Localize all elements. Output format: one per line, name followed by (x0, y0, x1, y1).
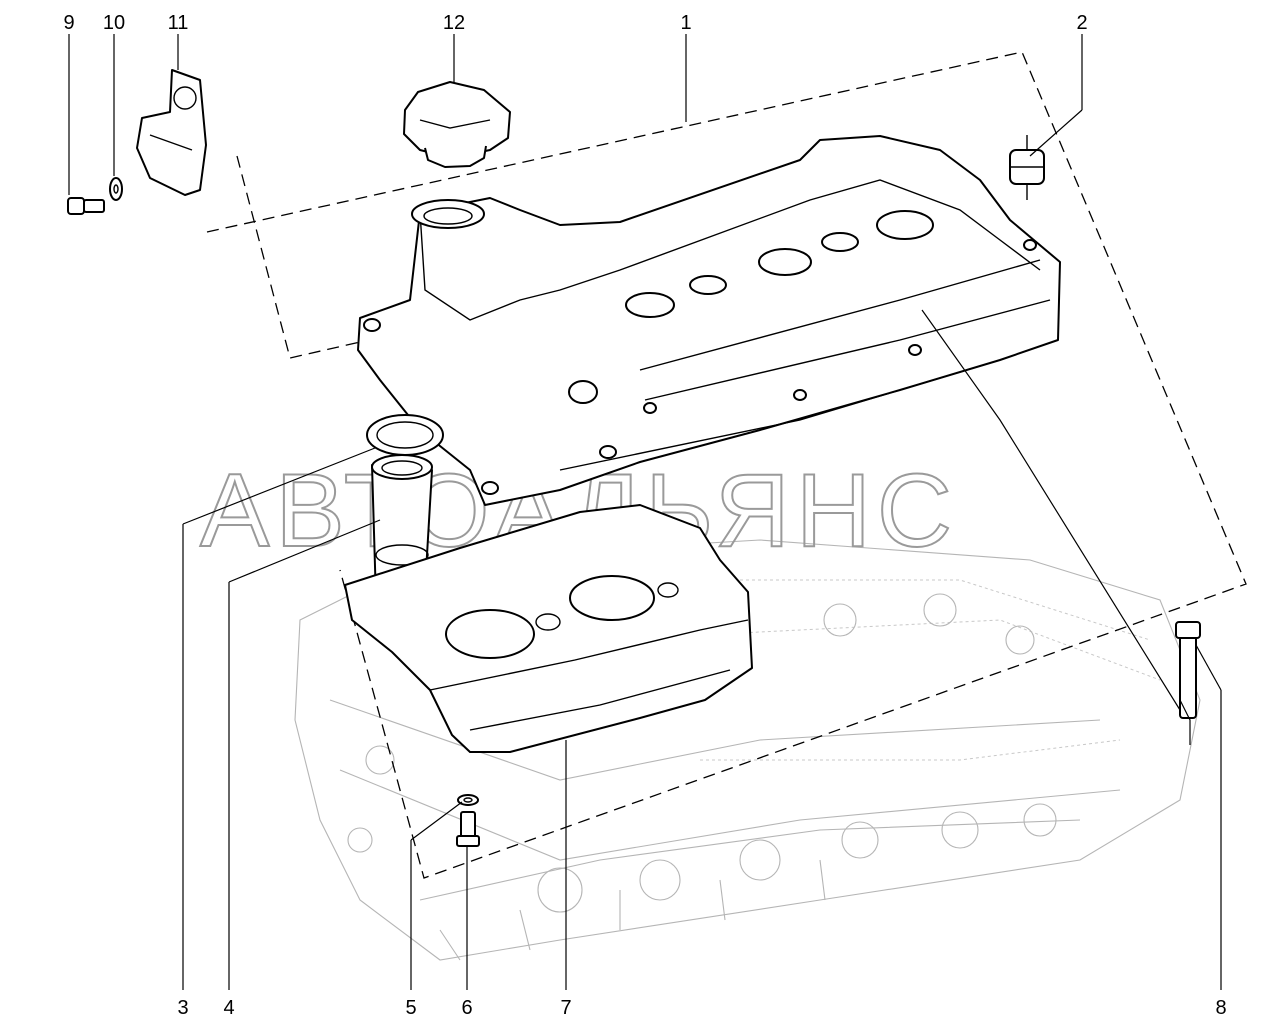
o-ring-icon (366, 414, 444, 456)
callout-1: 1 (680, 12, 691, 34)
exploded-view-dashed-lines (206, 51, 1247, 879)
callout-labels: 9 10 11 12 1 2 3 4 5 6 7 8 (63, 12, 1226, 1019)
bracket-icon (136, 69, 207, 196)
oil-filler-cap-icon (403, 81, 511, 168)
leader-lines (68, 34, 1222, 990)
callout-4: 4 (223, 997, 234, 1019)
baffle-plate-icon (344, 504, 753, 753)
callout-5: 5 (405, 997, 416, 1019)
callout-11: 11 (168, 12, 189, 34)
callout-12: 12 (443, 12, 465, 34)
stud-grommet-icon (1009, 135, 1045, 200)
screw-icon (456, 811, 480, 847)
long-bolt-icon (1175, 621, 1201, 719)
bolt-icon (67, 197, 105, 215)
washer-icon (109, 177, 123, 201)
valve-cover-icon (357, 135, 1061, 506)
callout-10: 10 (103, 12, 125, 34)
callout-2: 2 (1076, 12, 1087, 34)
callout-6: 6 (461, 997, 472, 1019)
washer-icon (457, 794, 479, 806)
callout-8: 8 (1215, 997, 1226, 1019)
callout-7: 7 (560, 997, 571, 1019)
callout-3: 3 (177, 997, 188, 1019)
callout-9: 9 (63, 12, 74, 34)
